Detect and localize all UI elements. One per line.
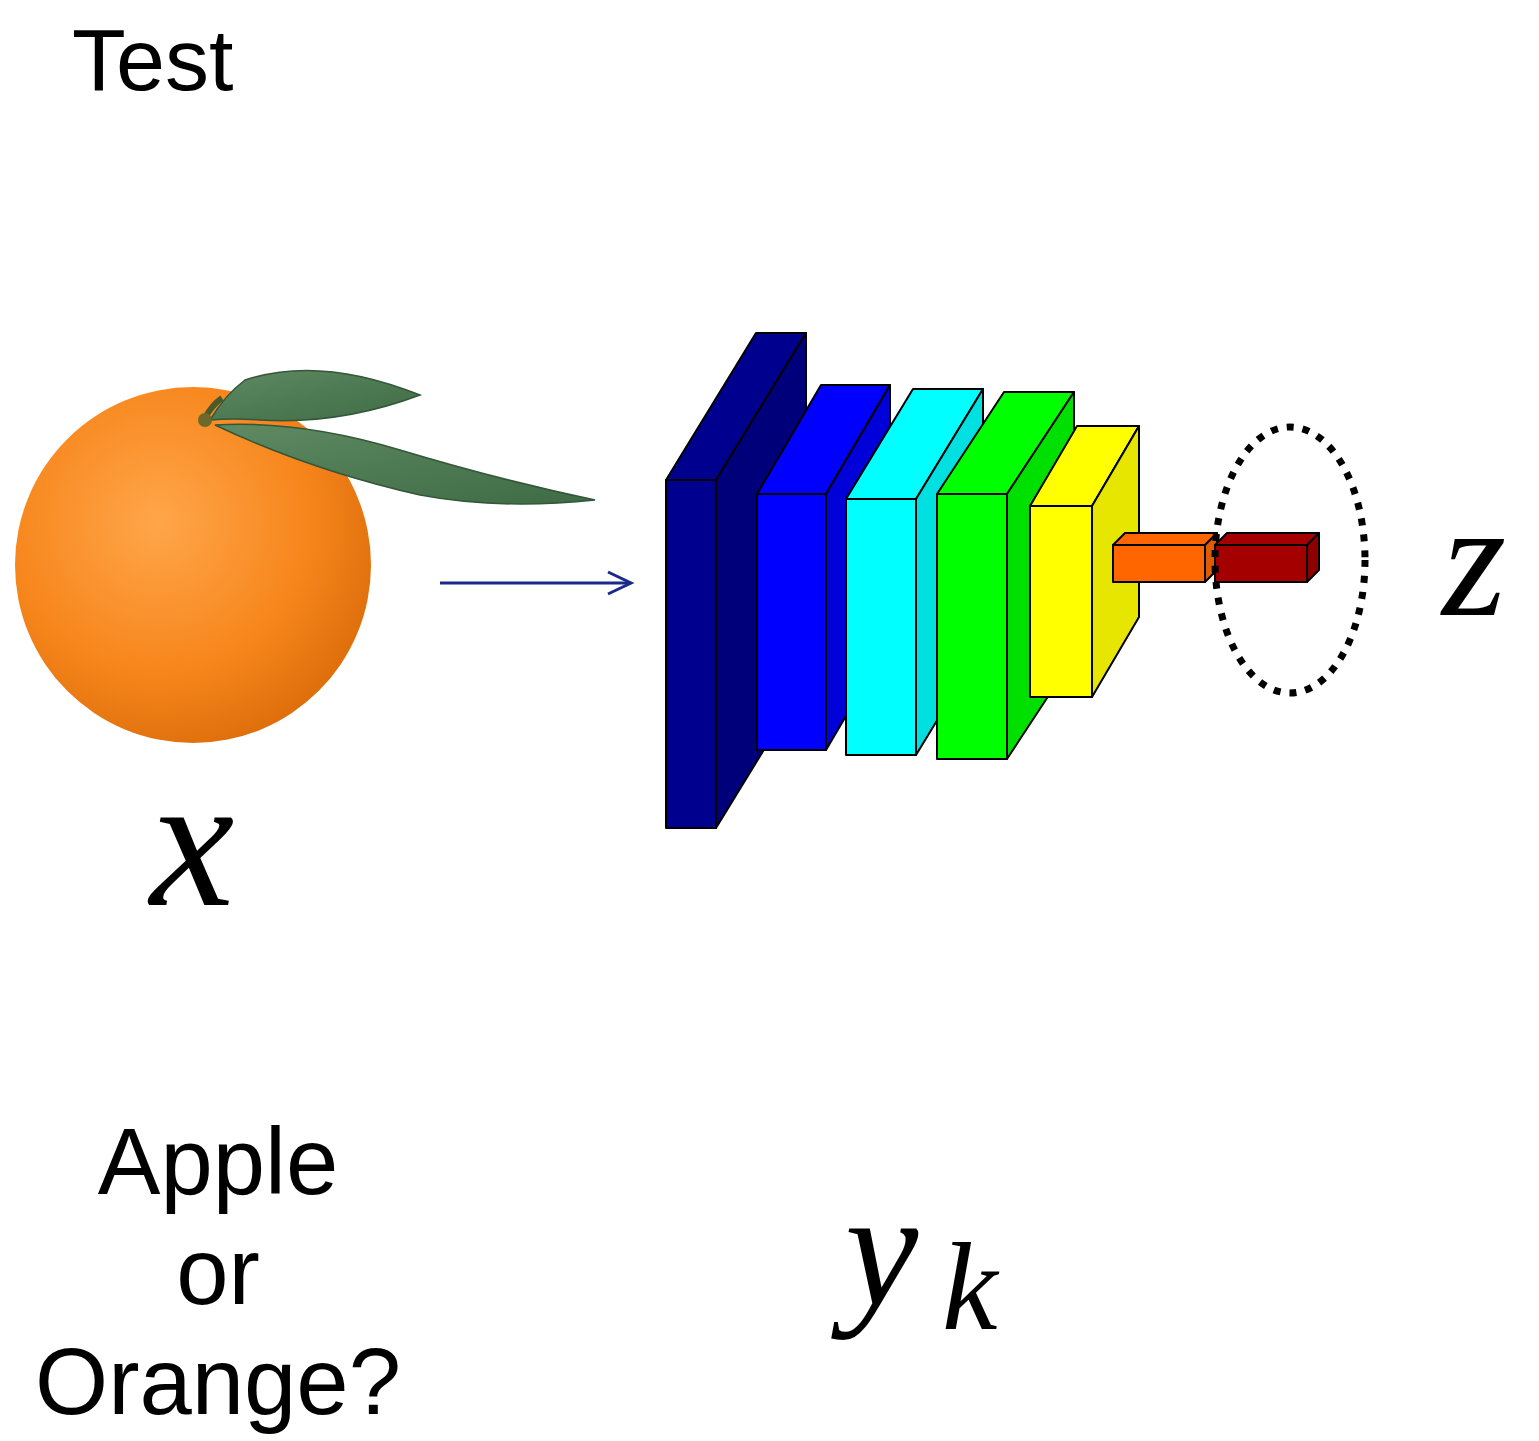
layer-face <box>1113 545 1205 582</box>
section-title: Test <box>72 16 233 104</box>
layer-face <box>1030 506 1092 697</box>
layer-face <box>1307 533 1319 582</box>
input-symbol: x <box>150 746 234 936</box>
layer-face <box>1215 545 1307 582</box>
orange-picture <box>15 370 595 743</box>
question-text: Apple or Orange? <box>23 1107 413 1437</box>
layer-face <box>937 494 1007 759</box>
layer-face <box>846 499 916 755</box>
layer-face <box>1215 533 1319 545</box>
layer-face <box>666 480 716 828</box>
layer-face <box>757 494 826 750</box>
feature-symbol: z <box>1442 477 1506 642</box>
cnn-layers <box>666 333 1319 828</box>
dotted-ellipse <box>1215 427 1365 693</box>
output-symbol: y <box>845 1167 918 1332</box>
layer-face <box>1113 533 1217 545</box>
output-subscript: k <box>942 1225 997 1350</box>
input-arrow <box>440 572 631 594</box>
